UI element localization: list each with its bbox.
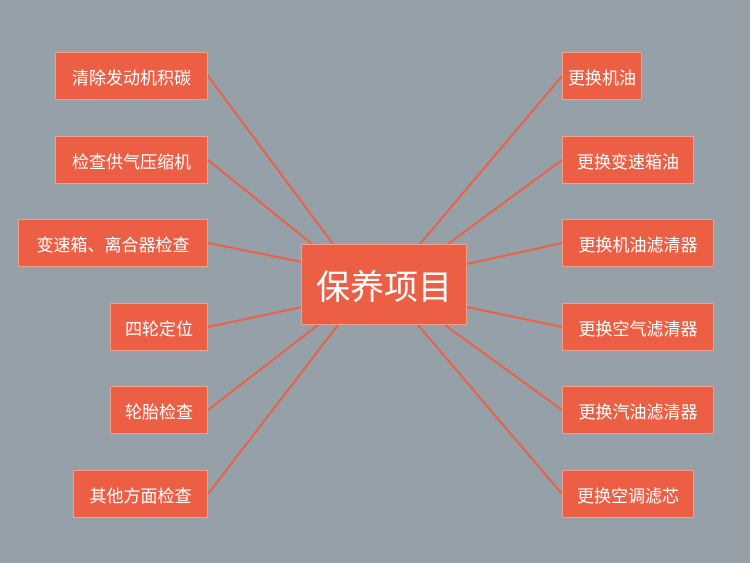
connector-right-5 [444,324,563,411]
connector-left-5 [207,324,319,411]
left-node-6: 其他方面检查 [73,470,208,518]
left-node-1: 清除发动机积碳 [55,52,208,100]
connector-right-3 [466,242,563,265]
left-node-3: 变速箱、离合器检查 [18,219,208,267]
left-node-2: 检查供气压缩机 [55,136,208,184]
connector-right-2 [447,159,563,245]
connector-left-3 [207,242,303,263]
connector-left-4 [207,306,303,328]
center-node: 保养项目 [301,244,467,325]
right-node-3: 更换机油滤清器 [562,219,714,267]
connector-left-1 [207,75,334,245]
right-node-1: 更换机油 [562,52,642,100]
connector-right-6 [417,324,563,495]
connector-right-1 [419,75,563,245]
connector-right-4 [466,306,563,328]
right-node-4: 更换空气滤清器 [562,303,714,351]
connector-left-6 [207,324,339,495]
right-node-6: 更换空调滤芯 [562,470,694,518]
left-node-5: 轮胎检查 [110,386,208,434]
connector-left-2 [207,159,313,245]
left-node-4: 四轮定位 [110,303,208,351]
right-node-2: 更换变速箱油 [562,136,694,184]
right-node-5: 更换汽油滤清器 [562,386,714,434]
